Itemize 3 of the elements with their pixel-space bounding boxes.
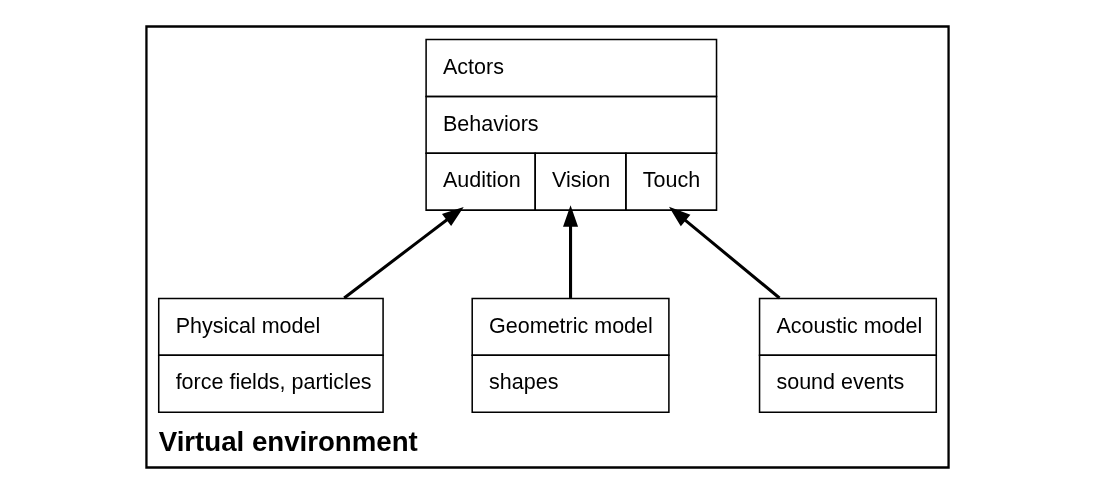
arrow [562, 205, 578, 298]
arrow [342, 206, 464, 300]
arrow [668, 206, 780, 300]
